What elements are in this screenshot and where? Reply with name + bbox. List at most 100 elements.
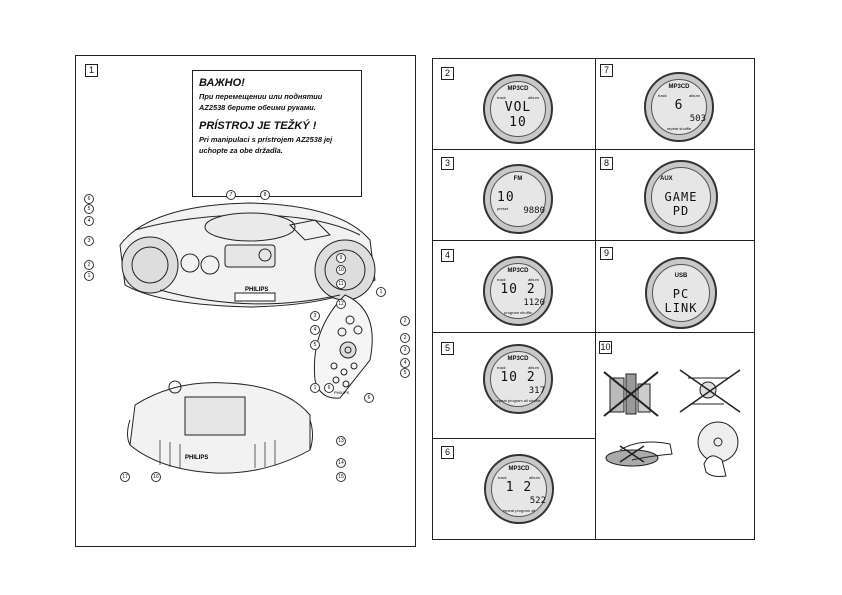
lcd-main-text: 1 2 — [505, 480, 533, 495]
lcd-display-2: MP3CD track album VOL 10 — [483, 74, 553, 144]
remote-callout-1a: 1 — [376, 287, 386, 297]
lcd-sub-text: 522 — [529, 496, 546, 506]
row-divider-4 — [432, 438, 595, 439]
lcd-note: repeat program all shuffle — [495, 398, 541, 403]
no-chemicals-icon — [603, 371, 659, 417]
lcd-tag-left: track — [498, 475, 507, 480]
figure-number-2: 2 — [441, 67, 454, 80]
figure-number-7: 7 — [600, 64, 613, 77]
lcd-main-text: VOL 10 — [504, 100, 532, 130]
remote-callout-2b: 2 — [400, 333, 410, 343]
lcd-main-text: GAME PD — [664, 190, 698, 218]
callout-4: 4 — [84, 216, 94, 226]
callout-14: 14 — [336, 458, 346, 468]
device-brand-label: PHILIPS — [245, 287, 268, 293]
lcd-sub-text: 503 — [689, 114, 706, 124]
remote-callout-6b: 6 — [324, 383, 334, 393]
lcd-mode: FM — [513, 176, 523, 182]
lcd-mode: MP3CD — [507, 86, 529, 92]
remote-callout-3b: 3 — [400, 345, 410, 355]
lcd-tag-right: album — [528, 365, 539, 370]
lcd-mode: AUX — [660, 176, 673, 182]
notice-cz-line1: Pri manipulaci s prístrojem AZ2538 jej — [199, 135, 333, 144]
remote-callout-2a: 2 — [400, 316, 410, 326]
remote-brand-label: PHILIPS — [334, 390, 350, 395]
lcd-tag-left: track — [658, 93, 667, 98]
lcd-sub-text: 1120 — [523, 298, 545, 308]
row-divider-3 — [432, 332, 755, 333]
lcd-main-text: 10 — [497, 190, 515, 205]
lcd-display-6: MP3CD track album 1 2 522 repeat program… — [484, 454, 554, 524]
callout-13: 13 — [336, 436, 346, 446]
remote-control-illustration: PHILIPS — [313, 294, 373, 399]
lcd-main-text: 10 2 — [500, 370, 536, 385]
lcd-main-text: PC LINK — [664, 287, 698, 315]
lcd-mode: MP3CD — [507, 356, 529, 362]
notice-cz-text: Pri manipulaci s prístrojem AZ2538 jej u… — [199, 134, 355, 156]
callout-9: 9 — [336, 253, 346, 263]
figure-number-9: 9 — [600, 247, 613, 260]
lcd-mode: MP3CD — [507, 268, 529, 274]
lcd-sub-text: 317 — [528, 386, 545, 396]
row-divider-2 — [432, 240, 755, 241]
callout-16: 16 — [151, 472, 161, 482]
disc-handling-icon — [697, 421, 739, 477]
lcd-note: repeat program all — [502, 508, 536, 513]
lcd-tag-right: album — [528, 95, 539, 100]
lcd-tag-left: track — [497, 95, 506, 100]
remote-callout-5a: 5 — [310, 340, 320, 350]
figure-number-8: 8 — [600, 157, 613, 170]
figure-number-5: 5 — [441, 342, 454, 355]
lcd-main-text: 10 2 — [500, 282, 536, 297]
remote-callout-4a: 4 — [310, 325, 320, 335]
no-heat-sun-icon — [679, 369, 741, 413]
lcd-tag-left: track — [497, 277, 506, 282]
remote-callout-1b: 1 — [310, 383, 320, 393]
remote-callout-5b: 5 — [400, 368, 410, 378]
callout-11: 11 — [336, 279, 346, 289]
lcd-main-text: 6 — [674, 98, 684, 113]
right-figure-panel — [432, 58, 755, 540]
callout-10: 10 — [336, 265, 346, 275]
lcd-note: program shuffle — [504, 310, 532, 315]
warning-notice: ВАЖНО! При перемещении или поднятии AZ25… — [192, 70, 362, 197]
notice-ru-line1: При перемещении или поднятии — [199, 92, 323, 101]
figure-number-1: 1 — [85, 64, 98, 77]
boombox-rear-illustration: PHILIPS — [127, 380, 313, 474]
callout-15: 15 — [336, 472, 346, 482]
figure-number-3: 3 — [441, 157, 454, 170]
callout-7: 7 — [226, 190, 236, 200]
lcd-mode: MP3CD — [668, 84, 690, 90]
remote-callout-4b: 4 — [400, 358, 410, 368]
callout-12: 12 — [336, 299, 346, 309]
notice-cz-line2: uchopte za obe držadla. — [199, 146, 283, 155]
lcd-tag-right: album — [689, 93, 700, 98]
callout-3: 3 — [84, 236, 94, 246]
lcd-display-8: AUX GAME PD — [644, 160, 718, 234]
lcd-tag-right: album — [529, 475, 540, 480]
callout-17: 17 — [120, 472, 130, 482]
cleaning-hand-icon — [605, 441, 673, 467]
safety-warnings-illustration — [603, 369, 741, 477]
callout-1: 1 — [84, 271, 94, 281]
lcd-sub-text: 9880 — [523, 206, 545, 216]
row-divider-1 — [432, 149, 755, 150]
figure-number-6: 6 — [441, 446, 454, 459]
callout-2: 2 — [84, 260, 94, 270]
lcd-note: repeat shuffle — [666, 126, 692, 131]
notice-ru-heading: ВАЖНО! — [199, 77, 245, 89]
lcd-mode: USB — [674, 273, 688, 279]
lcd-display-7: MP3CD track album 6 503 repeat shuffle — [644, 72, 714, 142]
remote-callout-6a: 6 — [364, 393, 374, 403]
rear-brand-label: PHILIPS — [185, 455, 208, 461]
lcd-display-4: MP3CD track album 10 2 1120 program shuf… — [483, 256, 553, 326]
callout-6: 6 — [84, 194, 94, 204]
lcd-tag-left: track — [497, 365, 506, 370]
remote-callout-3a: 3 — [310, 311, 320, 321]
lcd-mode: MP3CD — [508, 466, 530, 472]
lcd-display-5: MP3CD track album 10 2 317 repeat progra… — [483, 344, 553, 414]
lcd-note: preset — [497, 206, 509, 211]
lcd-display-3: FM 10 9880 preset — [483, 164, 553, 234]
notice-ru-text: При перемещении или поднятии AZ2538 бери… — [199, 91, 355, 113]
lcd-display-9: USB PC LINK — [645, 257, 717, 329]
